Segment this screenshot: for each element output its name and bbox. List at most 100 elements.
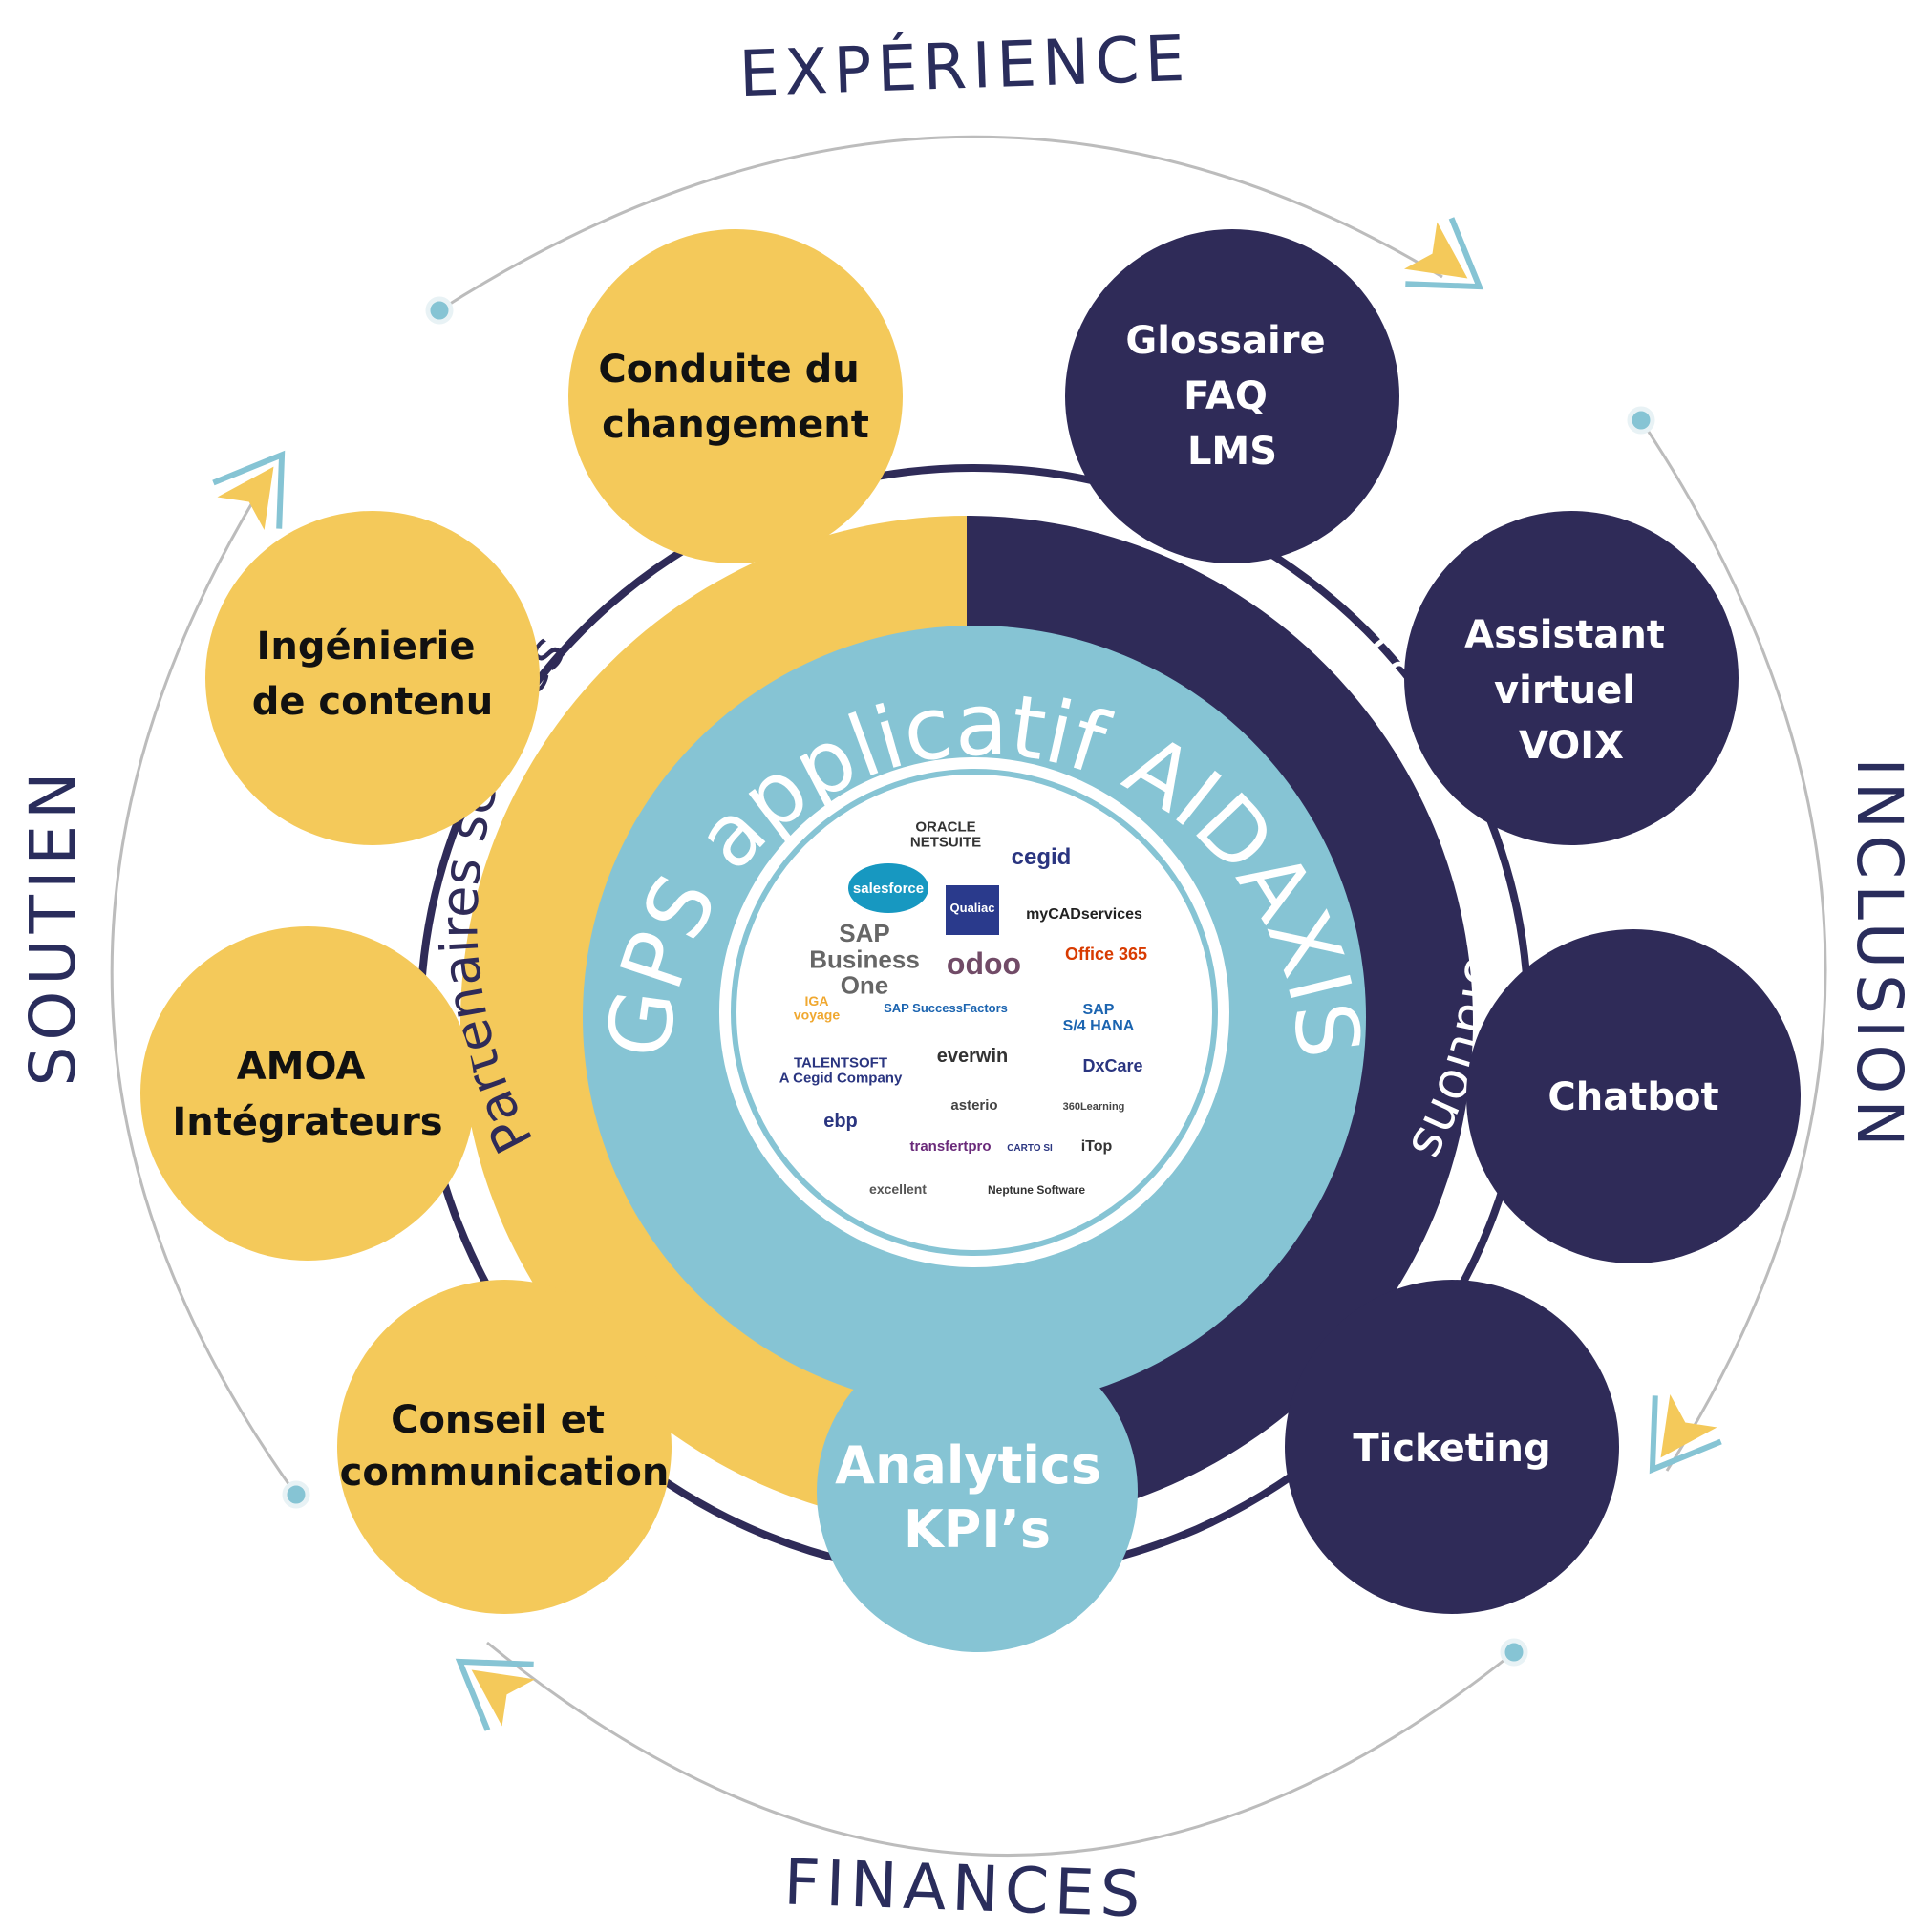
bubble-line: virtuel (1494, 669, 1635, 712)
logo-line: ORACLE (915, 819, 975, 836)
dot-top-left (425, 296, 454, 325)
bubble-text: Chatbot (1547, 1075, 1718, 1119)
arc-finances (486, 1641, 1515, 1857)
analytics-line-1: Analytics (835, 1435, 1101, 1496)
bubble-circle (1285, 1280, 1619, 1614)
bubble-line: FAQ (1184, 374, 1268, 418)
logo-line: SAP (839, 919, 889, 947)
sap-successfactors-logo: SAP SuccessFactors (884, 1001, 1008, 1015)
logo-line: cegid (1012, 844, 1072, 870)
logo-line: salesforce (853, 881, 924, 897)
logo-line: SAP SuccessFactors (884, 1001, 1008, 1015)
bubble-line: Chatbot (1547, 1075, 1718, 1119)
bubble-text: Conseil et communication (340, 1398, 670, 1495)
bubble-line: de contenu (252, 680, 494, 724)
dot-left-bottom (282, 1480, 310, 1509)
bubble-analytics-kpis: Analytics KPI’s (817, 1331, 1138, 1652)
logo-line: myCADservices (1026, 906, 1142, 923)
mycadservices-logo: myCADservices (1026, 906, 1142, 923)
360learning-logo: 360Learning (1063, 1101, 1125, 1113)
bubble-text: Assistant virtuel VOIX (1464, 613, 1678, 768)
cartosi-logo: CARTO SI (1007, 1143, 1053, 1154)
arc-dots (282, 296, 1655, 1667)
label-soutien: SOUTIEN (16, 766, 90, 1086)
asterio-logo: asterio (950, 1097, 997, 1114)
bubble-circle (1404, 511, 1739, 845)
bubble-circle (205, 511, 540, 845)
logo-line: Qualiac (950, 901, 995, 915)
bubble-line: LMS (1187, 430, 1277, 474)
outer-cycle (110, 135, 1827, 1857)
bubble-line: changement (602, 403, 869, 447)
logo-line: SAP (1083, 1002, 1115, 1018)
bubble-conduite-du-changement: Conduite du changement (568, 229, 903, 563)
bubble-line: Conseil et (391, 1398, 605, 1442)
bubble-circle (568, 229, 903, 563)
salesforce-logo: salesforce (853, 881, 924, 897)
arrowhead-soutien (212, 450, 286, 530)
logo-line: iTop (1081, 1138, 1113, 1155)
logo-line: TALENTSOFT (794, 1055, 887, 1072)
arc-inclusion (1639, 419, 1827, 1472)
logo-line: everwin (937, 1046, 1008, 1067)
logo-line: DxCare (1082, 1056, 1142, 1075)
logo-line: odoo (947, 946, 1021, 981)
itop-logo: iTop (1081, 1138, 1113, 1155)
bubble-ticketing: Ticketing (1285, 1280, 1619, 1614)
bubble-circle (817, 1331, 1138, 1652)
logo-line: Office 365 (1065, 945, 1147, 964)
bubble-line: AMOA (237, 1045, 366, 1089)
bubble-text: Analytics KPI’s (835, 1435, 1120, 1560)
odoo-logo: odoo (947, 946, 1021, 981)
bubble-amoa-integrateurs: AMOA Intégrateurs (140, 926, 475, 1261)
ebp-logo: ebp (823, 1111, 858, 1132)
bubble-text: Ticketing (1353, 1427, 1550, 1471)
bubble-text: AMOA Intégrateurs (172, 1045, 442, 1144)
logo-line: Business (809, 945, 920, 973)
neptune-software-logo: Neptune Software (988, 1183, 1085, 1197)
logo-line: IGA (805, 993, 829, 1008)
bubble-text: Ingénierie de contenu (252, 625, 494, 724)
office365-logo: Office 365 (1065, 945, 1147, 964)
bubble-line: communication (340, 1451, 670, 1495)
bubble-circle (337, 1280, 672, 1614)
logo-line: voyage (794, 1008, 840, 1023)
logo-line: transfertpro (909, 1138, 991, 1155)
label-finances: FINANCES (782, 1845, 1146, 1931)
bubble-chatbot: Chatbot (1466, 929, 1801, 1263)
bubble-line: Conduite du (598, 348, 859, 392)
bubble-circle (1466, 929, 1801, 1263)
bubble-line: Ingénierie (257, 625, 476, 669)
logo-line: excellent (869, 1181, 927, 1197)
arrowhead-inclusion (1649, 1394, 1722, 1475)
excellent-logo: excellent (869, 1181, 927, 1197)
arc-soutien (110, 477, 298, 1496)
cegid-logo: cegid (1012, 844, 1072, 870)
bubble-line: Intégrateurs (172, 1100, 442, 1144)
salesforce-cloud-shape (848, 863, 928, 913)
arrowhead-experience (1404, 217, 1484, 290)
transfertpro-logo: transfertpro (909, 1138, 991, 1155)
logo-line: 360Learning (1063, 1101, 1125, 1113)
logo-line: Neptune Software (988, 1183, 1085, 1197)
bubble-line: Glossaire (1125, 319, 1325, 363)
logo-line: ebp (823, 1111, 858, 1132)
logo-line: One (841, 971, 889, 1000)
dot-bottom-right (1500, 1638, 1528, 1667)
bubble-conseil-et-communication: Conseil et communication (337, 1280, 672, 1614)
bubble-text: Conduite du changement (598, 348, 872, 447)
logo-line: A Cegid Company (779, 1070, 903, 1086)
bubble-line: Assistant (1464, 613, 1665, 657)
logo-line: NETSUITE (910, 834, 981, 850)
bubble-assistant-virtuel-voix: Assistant virtuel VOIX (1404, 511, 1739, 845)
dot-right-top (1627, 406, 1655, 435)
qualiac-badge (946, 885, 999, 935)
qualiac-logo: Qualiac (950, 901, 995, 915)
bubble-line: Ticketing (1353, 1427, 1550, 1471)
